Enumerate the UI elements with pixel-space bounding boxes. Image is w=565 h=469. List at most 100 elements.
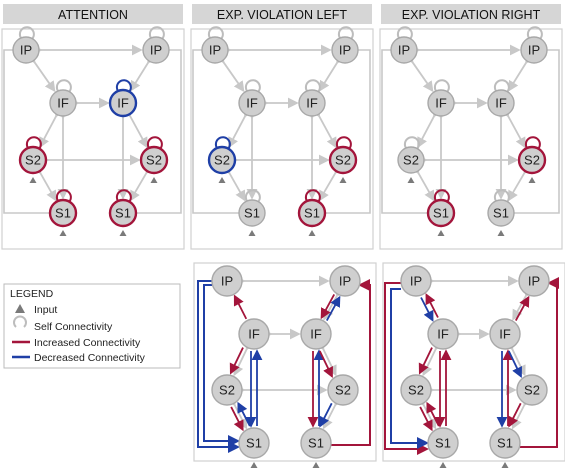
node-label-ip: IP [20, 43, 32, 58]
node-label-ip: IP [339, 43, 351, 58]
self-loop-icon [396, 26, 413, 40]
node-label-if: IF [246, 96, 258, 111]
node-s2 [517, 145, 547, 175]
panel-frame [379, 28, 563, 250]
node-label-s1: S1 [493, 206, 509, 221]
self-loop-icon [115, 79, 132, 93]
node-label-ip: IP [221, 274, 233, 289]
triangle-icon [308, 230, 316, 236]
self-loop-icon [146, 136, 163, 150]
panel-title: EXP. VIOLATION LEFT [217, 8, 347, 22]
legend-item-increased-connectivity: Increased Connectivity [34, 337, 141, 349]
outer-connection [381, 49, 428, 214]
node-label-s2: S2 [25, 153, 41, 168]
outer-connection [192, 49, 239, 214]
node-label-s2: S2 [146, 153, 162, 168]
triangle-icon [250, 462, 258, 468]
node-label-s2: S2 [335, 153, 351, 168]
outer-connection [136, 49, 182, 214]
self-loop-icon [403, 136, 420, 150]
panel-frame [193, 262, 377, 462]
node-if [108, 88, 138, 118]
node-label-if: IF [306, 96, 318, 111]
connection-arrow [507, 162, 534, 202]
decreased-connection [507, 350, 522, 379]
connection-arrow [121, 105, 148, 149]
triangle-icon [150, 177, 158, 183]
outer-connection [514, 49, 560, 214]
node-label-ip: IP [398, 43, 410, 58]
node-label-if: IF [117, 96, 129, 111]
triangle-icon [59, 230, 67, 236]
connection-arrow [214, 51, 245, 93]
triangle-icon [248, 230, 256, 236]
node-s1 [426, 198, 456, 228]
node-label-s1: S1 [435, 436, 451, 451]
increased-connection [419, 406, 433, 432]
node-s2 [400, 374, 432, 406]
node-if [298, 89, 326, 117]
self-loop-icon [433, 189, 450, 203]
node-if [427, 89, 455, 117]
increased-connection [320, 294, 335, 320]
node-s2 [207, 145, 237, 175]
self-loop-icon [526, 26, 543, 40]
node-label-s2: S2 [403, 153, 419, 168]
node-if [238, 89, 266, 117]
increased-connection [230, 406, 244, 432]
connection-arrow [129, 52, 158, 92]
node-label-if: IF [437, 327, 449, 342]
self-loop-icon [337, 26, 354, 40]
node-label-if: IF [435, 96, 447, 111]
connection-arrow [31, 162, 57, 202]
node-ip [400, 265, 432, 297]
connection-arrow [129, 162, 156, 202]
node-label-s1: S1 [433, 206, 449, 221]
increased-connection [318, 350, 333, 379]
self-loop-icon [524, 136, 541, 150]
node-label-ip: IP [150, 43, 162, 58]
triangle-icon [497, 230, 505, 236]
self-loop-icon [244, 79, 261, 93]
panel-frame [190, 28, 374, 250]
connection-arrow [499, 105, 526, 149]
increased-connection [520, 277, 559, 448]
node-label-ip: IP [209, 43, 221, 58]
self-loop-icon [304, 189, 321, 203]
triangle-icon [407, 177, 415, 183]
self-loop-icon [493, 79, 510, 93]
outer-connection [3, 49, 50, 214]
node-label-s1: S1 [244, 206, 260, 221]
self-loop-icon [115, 189, 132, 203]
connection-arrow [225, 394, 248, 430]
self-loop-icon [244, 189, 261, 203]
connection-arrow [417, 105, 443, 149]
node-label-if: IF [495, 96, 507, 111]
node-label-ip: IP [528, 43, 540, 58]
decreased-connection [319, 402, 333, 428]
node-label-if: IF [499, 327, 511, 342]
triangle-icon [501, 462, 509, 468]
connection-arrow [409, 162, 435, 202]
node-label-s2: S2 [524, 153, 540, 168]
connection-arrow [220, 162, 246, 202]
triangle-icon [528, 177, 536, 183]
panel-title-bg [381, 4, 561, 24]
triangle-icon [439, 462, 447, 468]
triangle-icon [29, 177, 37, 183]
self-loop-icon [148, 26, 165, 40]
decreased-connection [390, 288, 429, 449]
increased-connection [233, 294, 248, 320]
node-if [49, 89, 77, 117]
node-label-if: IF [310, 327, 322, 342]
node-s1 [487, 199, 515, 227]
node-ip [12, 36, 40, 64]
node-label-s2: S2 [219, 383, 235, 398]
self-loop-icon [55, 189, 72, 203]
self-loop-icon [207, 26, 224, 40]
panel-title: ATTENTION [58, 8, 128, 22]
